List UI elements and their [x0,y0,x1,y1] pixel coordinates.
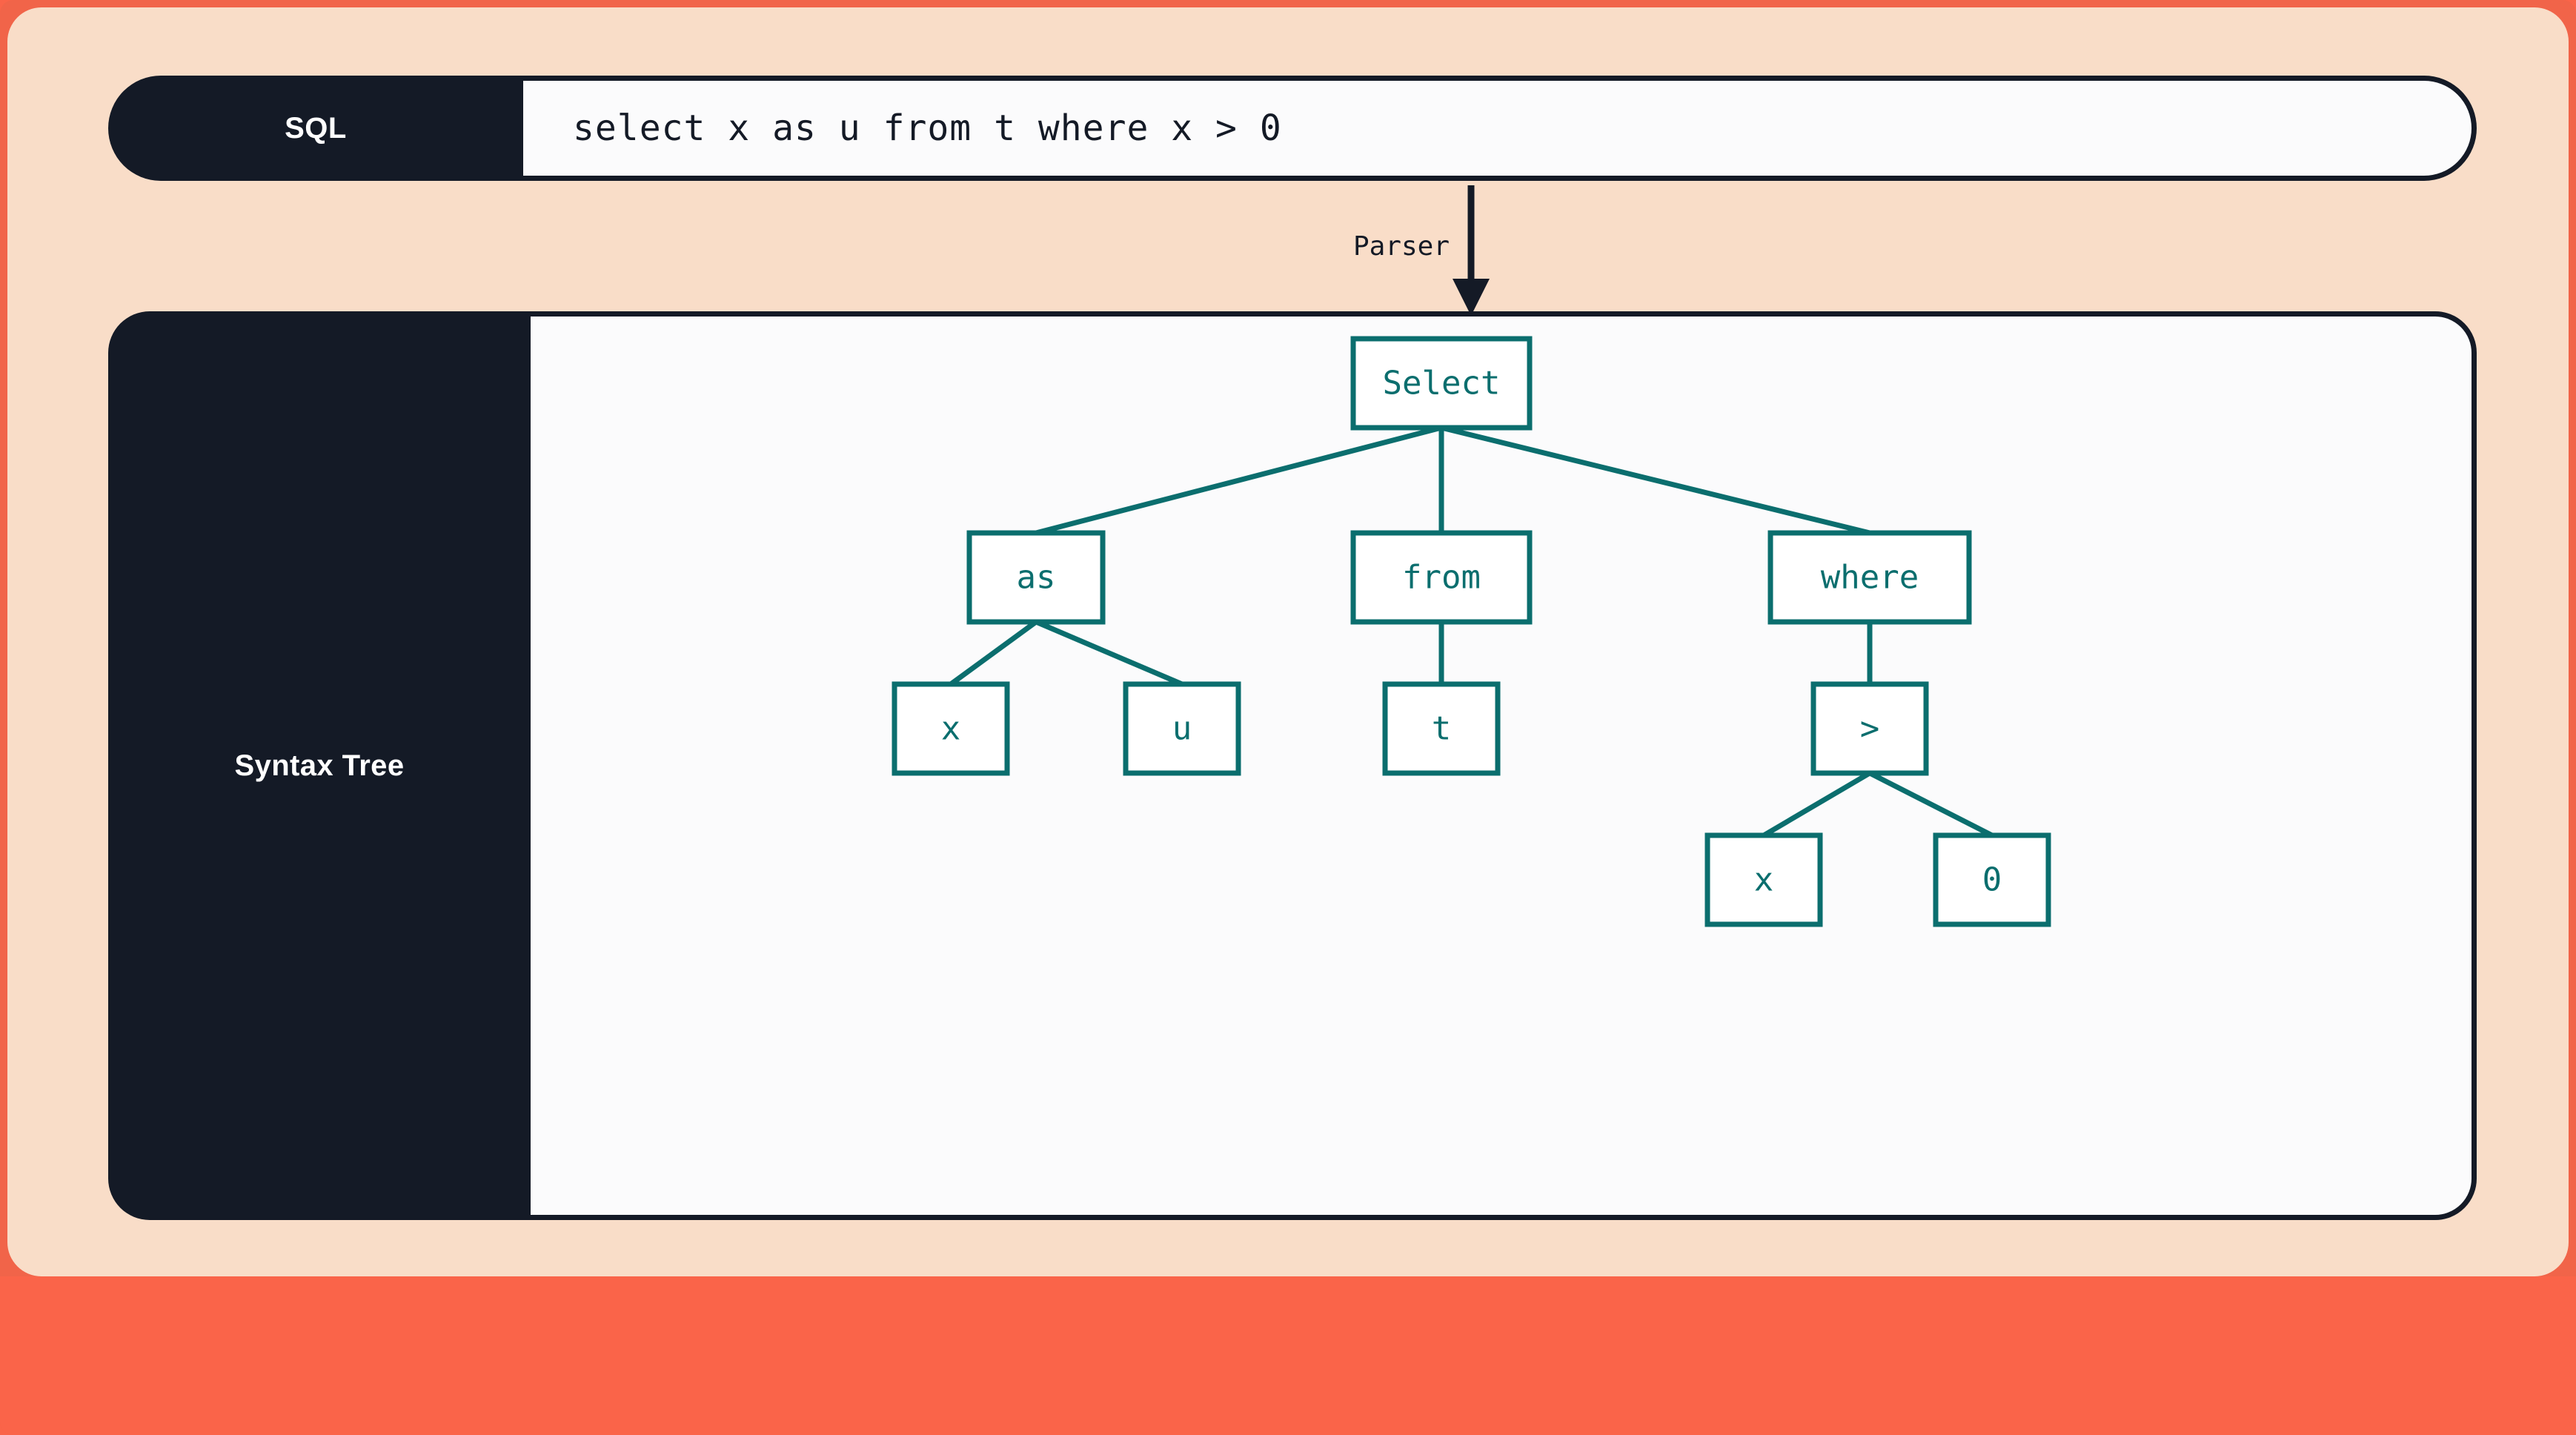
sql-query-input[interactable]: select x as u from t where x > 0 [494,76,2477,181]
tree-node[interactable]: x [892,681,1010,776]
tree-node-label: from [1402,559,1481,597]
tree-edge [1868,770,1994,838]
tree-node-label: Select [1383,365,1501,402]
tree-node-box [892,681,1010,776]
footer-bar: Parsers Recognize the Structure of the Q… [0,1276,2576,1435]
tree-node-label: x [1754,861,1774,899]
sql-label-pill: SQL [108,76,523,181]
parser-label: Parser [1352,231,1450,262]
tree-node[interactable]: where [1767,530,1972,625]
tree-node-box [1767,530,1972,625]
tree-edge [949,620,1038,686]
tree-node-label: x [941,710,961,748]
tree-node-label: t [1432,710,1452,748]
content-canvas: select x as u from t where x > 0 SQL Par… [7,7,2569,1276]
tree-node-label: 0 [1982,861,2002,899]
tree-edge [1035,425,1442,536]
tree-node[interactable]: t [1382,681,1501,776]
tree-node[interactable]: Select [1350,336,1533,431]
tree-edge [1762,770,1871,838]
tree-node[interactable]: 0 [1933,832,2051,927]
tree-node-box [1350,530,1533,625]
syntax-tree-label: Syntax Tree [234,749,405,782]
syntax-tree-panel: Select as from where x u t > x 0 Syntax Tree [108,311,2477,1220]
down-arrow-icon [1453,185,1490,316]
tree-node-label: where [1821,559,1919,597]
tree-node-layer: Select as from where x u t > x 0 [892,336,2051,927]
tree-node-label: u [1172,710,1192,748]
tree-node[interactable]: u [1123,681,1241,776]
sql-row: select x as u from t where x > 0 SQL [108,76,2477,181]
tree-node-box [1350,336,1533,431]
tree-node-box [1933,832,2051,927]
syntax-tree-sidebar: Syntax Tree [108,311,531,1220]
syntax-tree-graph: Select as from where x u t > x 0 [892,336,2051,927]
parser-arrow-group: Parser [1312,185,1623,316]
tree-node-box [1810,681,1929,776]
tree-edge-layer [949,425,1994,838]
tree-node-box [1382,681,1501,776]
tree-edge [1035,619,1184,687]
tree-node[interactable]: as [966,530,1106,625]
tree-edge [1441,425,1870,536]
tree-node-box [1704,832,1823,927]
tree-node-label: > [1860,710,1880,748]
sql-label: SQL [285,111,347,145]
tree-node-box [966,530,1106,625]
tree-node[interactable]: from [1350,530,1533,625]
tree-node-label: as [1017,559,1056,597]
tree-node-box [1123,681,1241,776]
tree-node[interactable]: > [1810,681,1929,776]
sql-query-text: select x as u from t where x > 0 [573,107,1282,149]
tree-node[interactable]: x [1704,832,1823,927]
syntax-tree-canvas: Select as from where x u t > x 0 [501,311,2477,1220]
